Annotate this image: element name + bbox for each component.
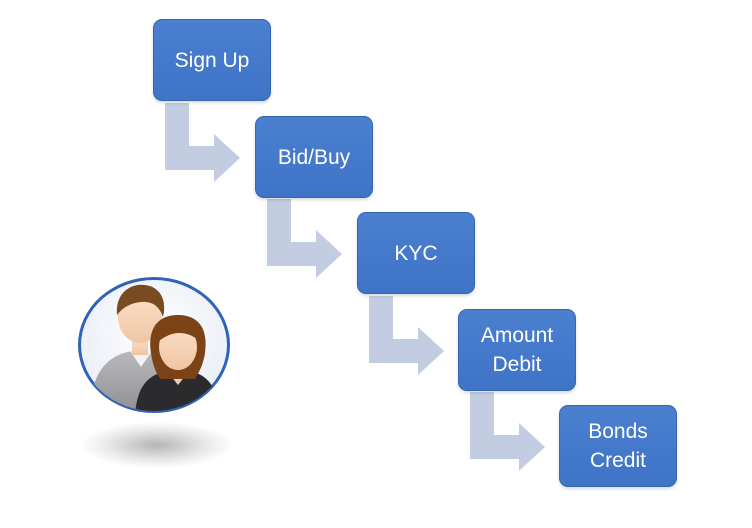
step-kyc: KYC xyxy=(357,212,475,294)
arrow-signup-to-bid xyxy=(165,103,240,182)
step-amount-debit: Amount Debit xyxy=(458,309,576,391)
step-bonds-credit: Bonds Credit xyxy=(559,405,677,487)
arrow-debit-to-credit xyxy=(470,392,545,471)
avatar-shadow xyxy=(82,422,232,468)
step-bid-buy: Bid/Buy xyxy=(255,116,373,198)
arrow-kyc-to-debit xyxy=(369,296,444,375)
step-sign-up: Sign Up xyxy=(153,19,271,101)
arrow-bid-to-kyc xyxy=(267,199,342,278)
users-icon xyxy=(78,277,230,413)
